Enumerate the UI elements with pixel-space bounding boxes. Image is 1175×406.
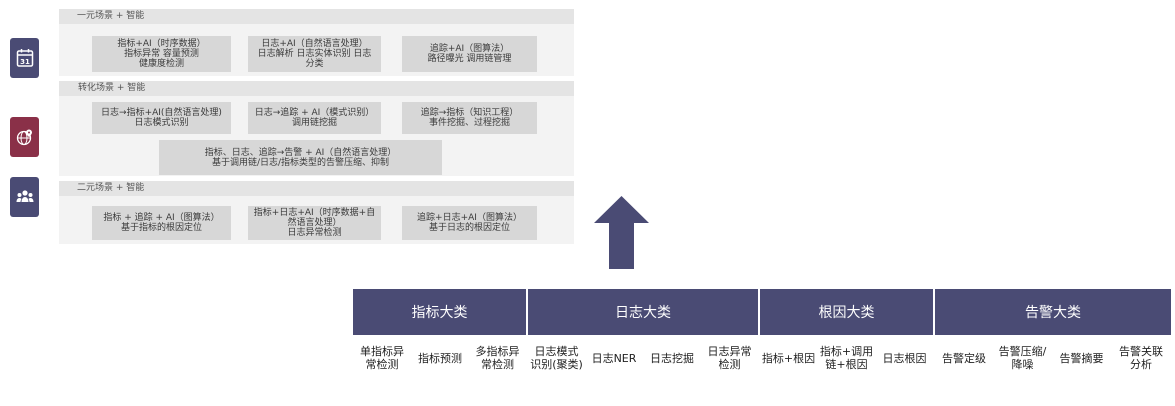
scenario-box-to-alert: 指标、日志、追踪→告警 + AI（自然语言处理）基于调用链/日志/指标类型的告警… [159, 140, 442, 175]
group-header-alert: 告警大类 [933, 289, 1172, 336]
scenario-box-metric-trace: 指标 + 追踪 + AI（图算法）基于指标的根因定位 [92, 206, 231, 240]
calendar-icon: 31 [10, 38, 39, 78]
up-arrow-icon [593, 195, 650, 274]
table-cell: 日志异常检测 [701, 335, 759, 379]
globe-pin-icon [10, 117, 39, 157]
scenario-box-log-to-trace: 日志→追踪 + AI（模式识别）调用链挖掘 [248, 102, 381, 134]
group-header-metric: 指标大类 [353, 289, 527, 336]
svg-text:31: 31 [20, 58, 30, 66]
scenario-box-trace-ai: 追踪+AI（图算法）路径曝光 调用链管理 [402, 36, 537, 72]
category-table: 指标大类 日志大类 根因大类 告警大类 单指标异常检测 指标预测 多指标异常检测… [353, 289, 1172, 379]
table-cell: 日志根因 [876, 335, 935, 379]
table-cell: 告警压缩/降噪 [993, 335, 1053, 379]
scenario-box-trace-to-metric: 追踪→指标（知识工程）事件挖掘、过程挖掘 [402, 102, 537, 134]
table-cell: 告警摘要 [1052, 335, 1112, 379]
table-cell: 日志挖掘 [643, 335, 701, 379]
table-row: 单指标异常检测 指标预测 多指标异常检测 日志模式识别(聚类) 日志NER 日志… [353, 335, 1172, 379]
table-cell: 告警关联分析 [1111, 335, 1172, 379]
table-cell: 指标+调用链+根因 [817, 335, 876, 379]
table-cell: 指标预测 [411, 335, 469, 379]
table-cell: 日志模式识别(聚类) [526, 335, 585, 379]
table-cell: 多指标异常检测 [469, 335, 527, 379]
scenario-box-metric-ai: 指标+AI（时序数据）指标异常 容量预测健康度检测 [92, 36, 231, 72]
section-title-binary: 二元场景 + 智能 [59, 181, 574, 196]
table-cell: 告警定级 [933, 335, 994, 379]
table-cell: 单指标异常检测 [353, 335, 411, 379]
group-header-log: 日志大类 [526, 289, 759, 336]
scenario-box-metric-log: 指标+日志+AI（时序数据+自然语言处理）日志异常检测 [248, 206, 381, 240]
group-header-rootcause: 根因大类 [757, 289, 935, 336]
table-cell: 指标+根因 [758, 335, 817, 379]
scenario-box-log-to-metric: 日志→指标+AI(自然语言处理)日志模式识别 [92, 102, 231, 134]
section-title-conversion: 转化场景 + 智能 [59, 81, 574, 96]
section-title-unary: 一元场景 + 智能 [59, 9, 574, 24]
scenario-box-trace-log: 追踪+日志+AI（图算法）基于日志的根因定位 [402, 206, 537, 240]
table-cell: 日志NER [585, 335, 643, 379]
scenario-box-log-ai: 日志+AI（自然语言处理）日志解析 日志实体识别 日志分类 [248, 36, 381, 72]
people-icon [10, 177, 39, 217]
